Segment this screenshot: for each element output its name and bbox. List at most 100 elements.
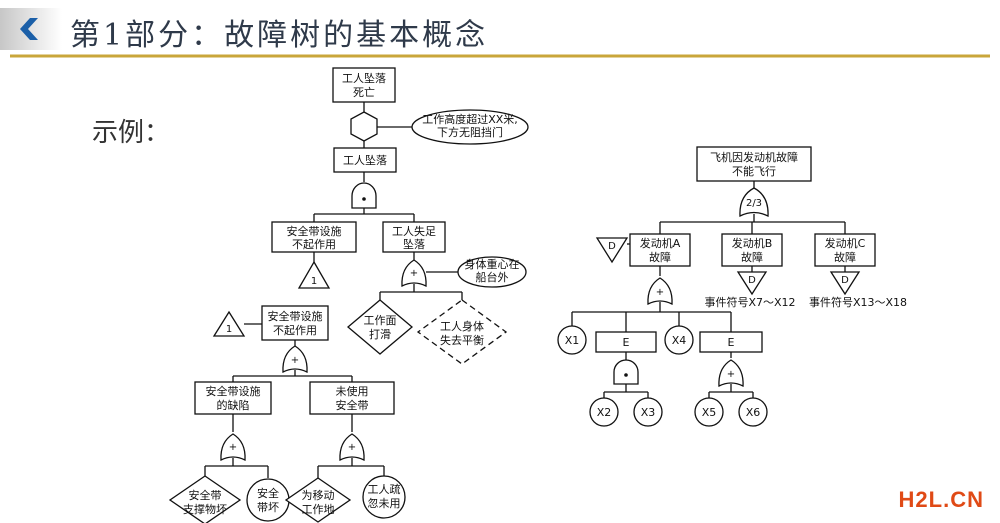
or-gate-1 <box>401 259 427 288</box>
left-fault-tree: 工人坠落 死亡 工作高度超过XX米, 下方无阻挡门 工人坠落 安全带设施 不起作… <box>168 67 529 523</box>
belt-defect-line1: 安全带设施 <box>206 384 261 398</box>
not-used-line1: 未使用 <box>336 385 369 398</box>
slippery-line2: 打滑 <box>369 327 391 341</box>
negligence-line2: 忽未用 <box>368 496 401 510</box>
or-gate-3 <box>220 433 246 462</box>
basic-x3 <box>633 397 663 427</box>
right-fault-tree: 飞机因发动机故障 不能飞行 2/3 D 发动机A 故障 发动机B 故障 发动机C… <box>557 146 907 427</box>
and-gate-e1 <box>613 359 639 385</box>
event-worker-slip <box>382 221 446 253</box>
or-gate-2 <box>282 345 308 374</box>
basic-x1 <box>557 325 587 355</box>
undeveloped-moving-workplace <box>284 477 352 523</box>
event-worker-fall <box>333 147 397 173</box>
moving-workplace-line2: 工作地 <box>302 503 335 516</box>
event-worker-fall-death-line2: 死亡 <box>353 85 375 99</box>
or-gate-4-plus: + <box>348 442 356 453</box>
center-gravity-line1: 身体重心在 <box>465 257 520 271</box>
e2-label: E <box>728 336 735 349</box>
center-gravity-line2: 船台外 <box>476 270 509 284</box>
support-broken-line1: 安全带 <box>189 488 222 502</box>
engine-c-line2: 故障 <box>834 250 856 264</box>
condition-line1: 工作高度超过XX米, <box>422 112 518 126</box>
basic-negligence <box>362 475 406 519</box>
slippery-line1: 工作面 <box>364 314 397 327</box>
not-used-line2: 安全带 <box>336 398 369 412</box>
transfer-in-label: 1 <box>311 276 317 287</box>
x3-label: X3 <box>641 406 656 419</box>
or-gate-e2-plus: + <box>727 369 735 380</box>
aircraft-line1: 飞机因发动机故障 <box>710 150 798 164</box>
header-graphic <box>0 8 990 58</box>
slide-header: 第1部分：故障树的基本概念 <box>0 0 1000 62</box>
example-label: 示例： <box>92 118 171 148</box>
or-gate-1-plus: + <box>410 268 418 279</box>
slide-title: 第1部分：故障树的基本概念 <box>70 18 489 53</box>
event-belt-defect <box>194 381 272 415</box>
event-not-used <box>309 381 395 415</box>
belt-broken-line1: 安全 <box>257 486 279 500</box>
vote-gate-label: 2/3 <box>746 198 762 209</box>
undeveloped-slippery <box>346 299 414 355</box>
engine-c-line1: 发动机C <box>825 236 866 250</box>
basic-x2 <box>589 397 619 427</box>
event-worker-fall-death-line1: 工人坠落 <box>342 72 386 85</box>
e1-label: E <box>623 336 630 349</box>
transfer-in-triangle <box>297 260 331 289</box>
event-belt-fail-line2: 不起作用 <box>292 238 336 251</box>
belt-defect-line2: 的缺陷 <box>217 398 250 412</box>
condition-ellipse <box>411 109 529 145</box>
symbol-b-note: 事件符号X7～X12 <box>704 296 795 309</box>
or-gate-3-plus: + <box>229 442 237 453</box>
vote-gate <box>739 187 769 218</box>
or-gate-engine-a-plus: + <box>656 287 664 298</box>
transfer-d-triangle-b <box>736 271 768 296</box>
event-worker-fall-label: 工人坠落 <box>343 154 387 167</box>
event-worker-slip-line2: 坠落 <box>403 238 425 251</box>
event-belt-fail-2-line2: 不起作用 <box>273 324 317 337</box>
site-watermark: H2L.CN <box>898 487 984 512</box>
or-gate-engine-a <box>647 277 673 306</box>
x6-label: X6 <box>746 406 761 419</box>
condition-center-gravity <box>457 256 527 288</box>
transfer-d-triangle <box>595 237 629 264</box>
basic-x4 <box>664 325 694 355</box>
x2-label: X2 <box>597 406 612 419</box>
event-worker-slip-line1: 工人失足 <box>392 225 436 238</box>
header-tab-bg <box>0 8 62 50</box>
or-gate-4 <box>339 433 365 462</box>
negligence-line1: 工人疏 <box>368 482 401 496</box>
x4-label: X4 <box>672 334 687 347</box>
event-aircraft-cannot-fly <box>696 146 812 182</box>
transfer-d-c-label: D <box>841 275 849 286</box>
basic-x5 <box>694 397 724 427</box>
or-gate-e2 <box>718 359 744 388</box>
conditional-lose-balance <box>416 299 508 365</box>
belt-broken-line2: 带坏 <box>257 501 279 514</box>
transfer-d-triangle-c <box>829 271 861 296</box>
basic-belt-broken <box>246 478 290 522</box>
and-gate-1-dot <box>362 197 366 201</box>
event-belt-fail-line1: 安全带设施 <box>287 224 342 238</box>
lose-balance-line2: 失去平衡 <box>440 334 484 347</box>
support-broken-line2: 支撑物坏 <box>183 502 227 516</box>
engine-a-line1: 发动机A <box>640 236 681 250</box>
basic-x6 <box>738 397 768 427</box>
engine-b-line1: 发动机B <box>732 236 773 250</box>
aircraft-line2: 不能飞行 <box>732 164 776 178</box>
x1-label: X1 <box>565 334 580 347</box>
condition-line2: 下方无阻挡门 <box>437 125 503 139</box>
event-worker-fall-death <box>332 67 396 103</box>
transfer-d-label: D <box>608 241 616 252</box>
event-belt-fail-2-line1: 安全带设施 <box>268 309 323 323</box>
engine-b-line2: 故障 <box>741 250 763 264</box>
chevron-left-icon <box>20 18 38 40</box>
moving-workplace-line1: 为移动 <box>302 489 335 502</box>
symbol-c-note: 事件符号X13～X18 <box>809 296 907 309</box>
and-gate-e1-dot <box>624 373 628 377</box>
transfer-out-label: 1 <box>226 324 232 335</box>
lose-balance-line1: 工人身体 <box>440 319 484 333</box>
transfer-d-b-label: D <box>748 275 756 286</box>
and-gate-1 <box>351 182 377 209</box>
